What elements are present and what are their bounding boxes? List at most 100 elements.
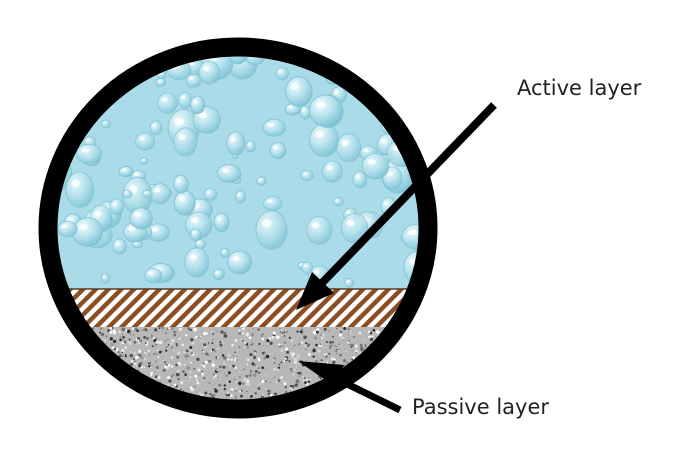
gravel-speck [74,358,78,361]
gravel-speck [343,348,347,352]
gravel-speck [137,339,140,342]
water-droplet [48,68,64,84]
gravel-speck [382,411,385,414]
gravel-speck [213,387,216,390]
gravel-speck [403,372,406,376]
gravel-speck [141,399,143,401]
gravel-speck [242,383,245,385]
gravel-speck [167,344,170,346]
water-droplet [57,220,78,238]
gravel-speck [72,360,76,364]
gravel-speck [131,363,133,365]
gravel-speck [106,394,110,398]
water-droplet-highlight [193,99,198,104]
gravel-speck [429,372,430,373]
water-droplet [245,140,256,153]
gravel-speck [364,345,367,347]
gravel-speck [414,390,416,392]
gravel-speck [354,344,358,348]
gravel-speck [386,387,388,389]
gravel-speck [260,334,264,338]
gravel-speck [336,327,338,330]
gravel-speck [143,335,147,339]
water-droplet-highlight [48,115,51,120]
gravel-speck [329,341,332,344]
gravel-speck [396,373,401,378]
gravel-speck [392,393,396,397]
gravel-speck [408,378,412,381]
gravel-speck [380,411,383,414]
gravel-speck [100,378,104,382]
gravel-speck [116,399,120,403]
water-droplet [198,60,221,85]
gravel-speck [392,349,394,351]
gravel-speck [212,360,214,362]
gravel-speck [139,354,142,357]
water-droplet-highlight [78,223,88,231]
gravel-speck [147,349,150,352]
gravel-speck [72,412,74,414]
gravel-speck [274,376,276,378]
gravel-speck [432,360,434,362]
gravel-speck [116,392,119,395]
gravel-speck [81,377,83,379]
water-droplet-highlight [386,171,393,177]
gravel-speck [331,357,335,361]
gravel-speck [158,404,162,408]
gravel-speck [250,343,252,345]
gravel-speck [222,365,226,369]
gravel-speck [422,347,426,350]
gravel-speck [413,351,416,353]
gravel-speck [419,344,421,346]
water-droplet [149,120,163,136]
gravel-speck [369,387,371,389]
gravel-speck [234,351,236,353]
water-droplet-highlight [217,217,222,222]
gravel-speck [72,357,76,360]
gravel-speck [288,336,291,339]
gravel-speck [185,334,188,337]
gravel-speck [239,371,241,373]
water-droplet [48,120,64,142]
water-droplet [389,47,419,72]
water-droplet [299,105,311,120]
gravel-speck [425,370,428,373]
gravel-speck [325,411,329,415]
gravel-speck [424,334,427,337]
gravel-speck [375,403,377,405]
gravel-speck [348,339,350,342]
gravel-speck [403,356,406,360]
gravel-speck [284,390,288,394]
gravel-speck [431,364,432,365]
gravel-speck [219,343,223,347]
gravel-speck [265,345,268,347]
gravel-speck [423,359,426,362]
gravel-speck [432,328,434,330]
gravel-speck [243,368,245,370]
water-droplet-highlight [346,210,351,214]
gravel-speck [46,410,49,413]
gravel-speck [75,380,79,384]
gravel-speck [339,330,343,334]
gravel-speck [430,336,433,339]
gravel-speck [392,348,395,351]
gravel-speck [392,385,397,390]
gravel-speck [424,374,426,377]
gravel-speck [155,337,158,339]
gravel-speck [175,331,177,333]
gravel-speck [369,337,374,342]
gravel-speck [48,351,51,356]
gravel-speck [384,396,386,399]
gravel-speck [338,333,343,337]
gravel-speck [115,387,118,390]
gravel-speck [420,349,424,352]
gravel-speck [340,412,342,414]
gravel-speck [51,382,54,385]
gravel-speck [412,350,415,353]
gravel-speck [347,394,349,396]
gravel-speck [332,360,336,364]
gravel-speck [280,349,284,352]
gravel-speck [221,384,223,387]
gravel-speck [142,329,144,331]
gravel-speck [98,387,101,390]
